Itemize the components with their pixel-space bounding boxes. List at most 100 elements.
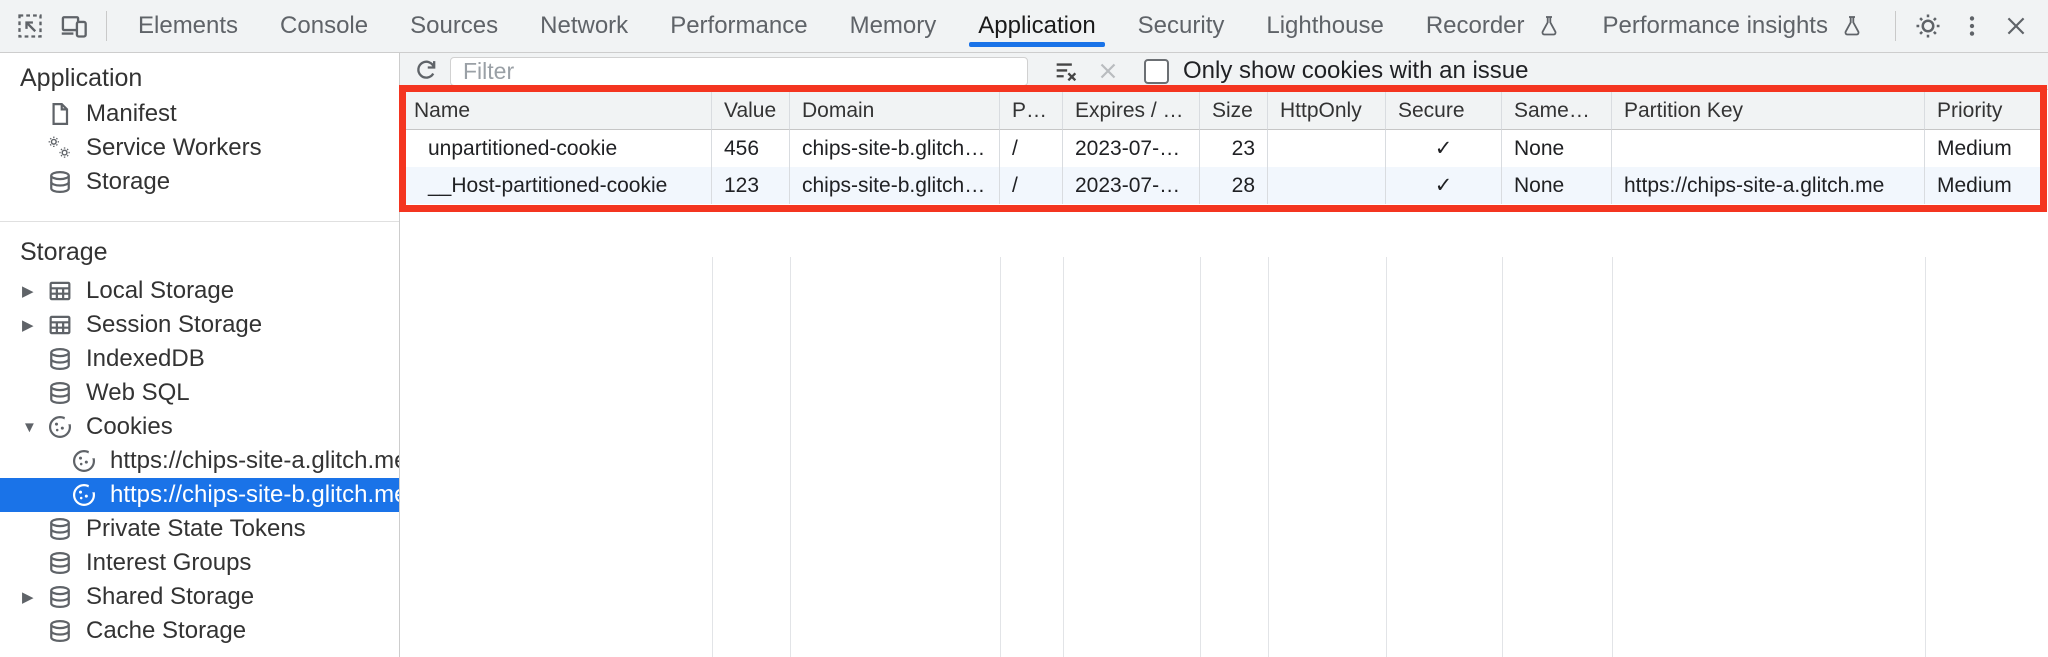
cookie-icon — [46, 413, 74, 441]
tab-console[interactable]: Console — [280, 12, 369, 39]
more-options-button[interactable] — [1950, 4, 1994, 48]
grid-column-line — [1925, 257, 1926, 657]
grid-column-line — [1386, 257, 1387, 657]
cookie-row-partition-key[interactable]: https://chips-site-a.glitch.me — [1612, 167, 1925, 204]
refresh-button[interactable] — [406, 54, 446, 88]
clear-filter-icon — [1052, 57, 1080, 85]
column-header-httponly[interactable]: HttpOnly — [1268, 92, 1386, 130]
sidebar-item-cookies-site-a[interactable]: ▶ https://chips-site-a.glitch.me — [0, 444, 399, 478]
sidebar-item-local-storage[interactable]: ▶ Local Storage — [0, 274, 399, 308]
close-devtools-button[interactable] — [1994, 4, 2038, 48]
sidebar-item-label: Shared Storage — [86, 583, 255, 610]
disclosure-collapsed-icon[interactable]: ▶ — [22, 317, 34, 334]
sidebar-item-cookies[interactable]: ▼ Cookies — [0, 410, 399, 444]
grid-column-line — [1200, 257, 1201, 657]
disclosure-collapsed-icon[interactable]: ▶ — [22, 589, 34, 606]
column-header-size[interactable]: Size — [1200, 92, 1268, 130]
grid-column-line — [1268, 257, 1269, 657]
cookie-row-size[interactable]: 28 — [1200, 167, 1268, 204]
only-issue-label: Only show cookies with an issue — [1183, 57, 1529, 84]
sidebar-item-private-state-tokens[interactable]: ▶ Private State Tokens — [0, 512, 399, 546]
cookie-row-path[interactable]: / — [1000, 130, 1063, 167]
column-header-samesite[interactable]: SameSite — [1502, 92, 1612, 130]
inspect-element-button[interactable] — [8, 4, 52, 48]
cookie-row-partition-key[interactable] — [1612, 130, 1925, 167]
cookie-row-path[interactable]: / — [1000, 167, 1063, 204]
settings-button[interactable] — [1906, 4, 1950, 48]
application-sidebar: Application Manifest — [0, 53, 400, 657]
filter-input[interactable] — [450, 56, 1028, 86]
only-issue-checkbox[interactable] — [1144, 58, 1169, 84]
cookie-row-samesite[interactable]: None — [1502, 130, 1612, 167]
column-header-expires[interactable]: Expires / M… — [1063, 92, 1200, 130]
tab-security[interactable]: Security — [1137, 12, 1225, 39]
cookie-row-size[interactable]: 23 — [1200, 130, 1268, 167]
cookie-icon — [70, 447, 98, 475]
sidebar-item-label: Manifest — [86, 100, 177, 127]
tab-sources[interactable]: Sources — [410, 12, 499, 39]
column-header-name[interactable]: Name — [402, 92, 712, 130]
sidebar-item-session-storage[interactable]: ▶ Session Storage — [0, 308, 399, 342]
cookie-row-domain[interactable]: chips-site-b.glitch.me — [790, 167, 1000, 204]
grid-column-line — [1063, 257, 1064, 657]
sidebar-item-storage[interactable]: Storage — [0, 165, 399, 199]
tab-network[interactable]: Network — [540, 12, 629, 39]
sidebar-item-label: IndexedDB — [86, 345, 205, 372]
close-icon — [2003, 13, 2029, 39]
gear-icon — [1913, 11, 1943, 41]
tab-memory[interactable]: Memory — [849, 12, 937, 39]
sidebar-item-indexeddb[interactable]: ▶ IndexedDB — [0, 342, 399, 376]
grid-column-line — [1612, 257, 1613, 657]
sidebar-item-shared-storage[interactable]: ▶ Shared Storage — [0, 580, 399, 614]
database-icon — [46, 515, 74, 543]
column-header-path[interactable]: Path — [1000, 92, 1063, 130]
grid-column-line — [712, 257, 713, 657]
clear-selected-button[interactable] — [1088, 54, 1128, 88]
cookie-row-expires[interactable]: 2023-07-07… — [1063, 130, 1200, 167]
cookies-toolbar: Only show cookies with an issue — [400, 53, 2048, 90]
cookie-row-secure-checkmark[interactable]: ✓ — [1386, 167, 1502, 204]
cookie-icon — [70, 481, 98, 509]
cookie-row-name[interactable]: unpartitioned-cookie — [402, 130, 712, 167]
column-header-secure[interactable]: Secure — [1386, 92, 1502, 130]
cookie-row-domain[interactable]: chips-site-b.glitch.me — [790, 130, 1000, 167]
delete-all-cookies-button[interactable] — [1046, 54, 1086, 88]
tab-recorder[interactable]: Recorder — [1405, 0, 1582, 52]
sidebar-item-label: Private State Tokens — [86, 515, 306, 542]
cookie-row-secure-checkmark[interactable]: ✓ — [1386, 130, 1502, 167]
disclosure-expanded-icon[interactable]: ▼ — [22, 418, 37, 436]
database-icon — [46, 583, 74, 611]
tab-performance-insights[interactable]: Performance insights — [1582, 0, 1885, 52]
device-toolbar-button[interactable] — [52, 4, 96, 48]
table-storage-icon — [46, 277, 74, 305]
disclosure-collapsed-icon[interactable]: ▶ — [22, 283, 34, 300]
tab-application[interactable]: Application — [957, 0, 1116, 52]
cookie-row-priority[interactable]: Medium — [1925, 130, 2046, 167]
sidebar-item-label: Service Workers — [86, 134, 262, 161]
sidebar-item-cache-storage[interactable]: ▶ Cache Storage — [0, 614, 399, 648]
sidebar-section-title-application: Application — [20, 64, 143, 92]
sidebar-item-manifest[interactable]: Manifest — [0, 97, 399, 131]
cookie-row-httponly[interactable] — [1268, 167, 1386, 204]
sidebar-item-web-sql[interactable]: ▶ Web SQL — [0, 376, 399, 410]
tabbar-right-controls — [1885, 4, 2048, 48]
sidebar-item-cookies-site-b[interactable]: ▶ https://chips-site-b.glitch.me — [0, 478, 399, 512]
cookie-row-value[interactable]: 123 — [712, 167, 790, 204]
refresh-icon — [412, 57, 440, 85]
cookie-row-expires[interactable]: 2023-07-07… — [1063, 167, 1200, 204]
cookie-row-value[interactable]: 456 — [712, 130, 790, 167]
cookie-row-httponly[interactable] — [1268, 130, 1386, 167]
column-header-priority[interactable]: Priority — [1925, 92, 2046, 130]
column-header-domain[interactable]: Domain — [790, 92, 1000, 130]
sidebar-item-service-workers[interactable]: Service Workers — [0, 131, 399, 165]
tab-performance[interactable]: Performance — [670, 12, 808, 39]
cookie-row-priority[interactable]: Medium — [1925, 167, 2046, 204]
tab-elements[interactable]: Elements — [138, 12, 239, 39]
tab-lighthouse[interactable]: Lighthouse — [1266, 12, 1384, 39]
column-header-partition-key[interactable]: Partition Key — [1612, 92, 1925, 130]
column-header-value[interactable]: Value — [712, 92, 790, 130]
cookie-row-samesite[interactable]: None — [1502, 167, 1612, 204]
cookie-row-name[interactable]: __Host-partitioned-cookie — [402, 167, 712, 204]
sidebar-item-interest-groups[interactable]: ▶ Interest Groups — [0, 546, 399, 580]
